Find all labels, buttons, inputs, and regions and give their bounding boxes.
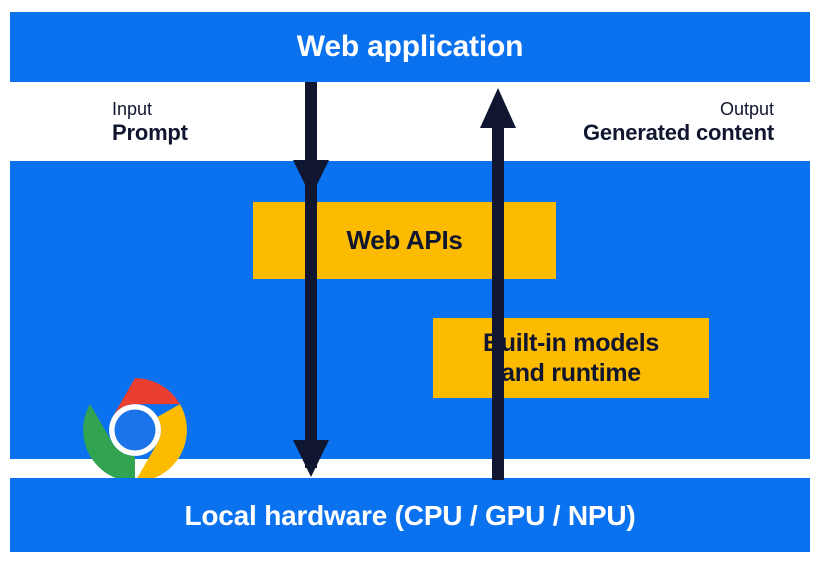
caption-input-prompt: Input Prompt: [112, 99, 188, 146]
box-web-apis[interactable]: Web APIs: [253, 202, 556, 279]
caption-output-value: Generated content: [583, 120, 774, 146]
caption-input-value: Prompt: [112, 120, 188, 146]
box-web-apis-label: Web APIs: [346, 224, 463, 255]
band-web-application-label: Web application: [296, 30, 524, 63]
band-local-hardware-label: Local hardware (CPU / GPU / NPU): [184, 500, 636, 531]
box-builtin-models-label: Built-in models and runtime: [483, 328, 659, 388]
band-local-hardware: Local hardware (CPU / GPU / NPU): [10, 478, 810, 552]
caption-output-kind: Output: [719, 99, 774, 119]
box-builtin-models-line1: Built-in models: [482, 329, 660, 357]
caption-output-generated-content: Output Generated content: [583, 99, 774, 146]
box-builtin-models[interactable]: Built-in models and runtime: [433, 318, 709, 398]
box-builtin-models-line2: and runtime: [501, 359, 641, 387]
band-web-application: Web application: [10, 12, 810, 82]
chrome-logo-icon: [70, 376, 200, 484]
caption-input-kind: Input: [112, 99, 153, 119]
